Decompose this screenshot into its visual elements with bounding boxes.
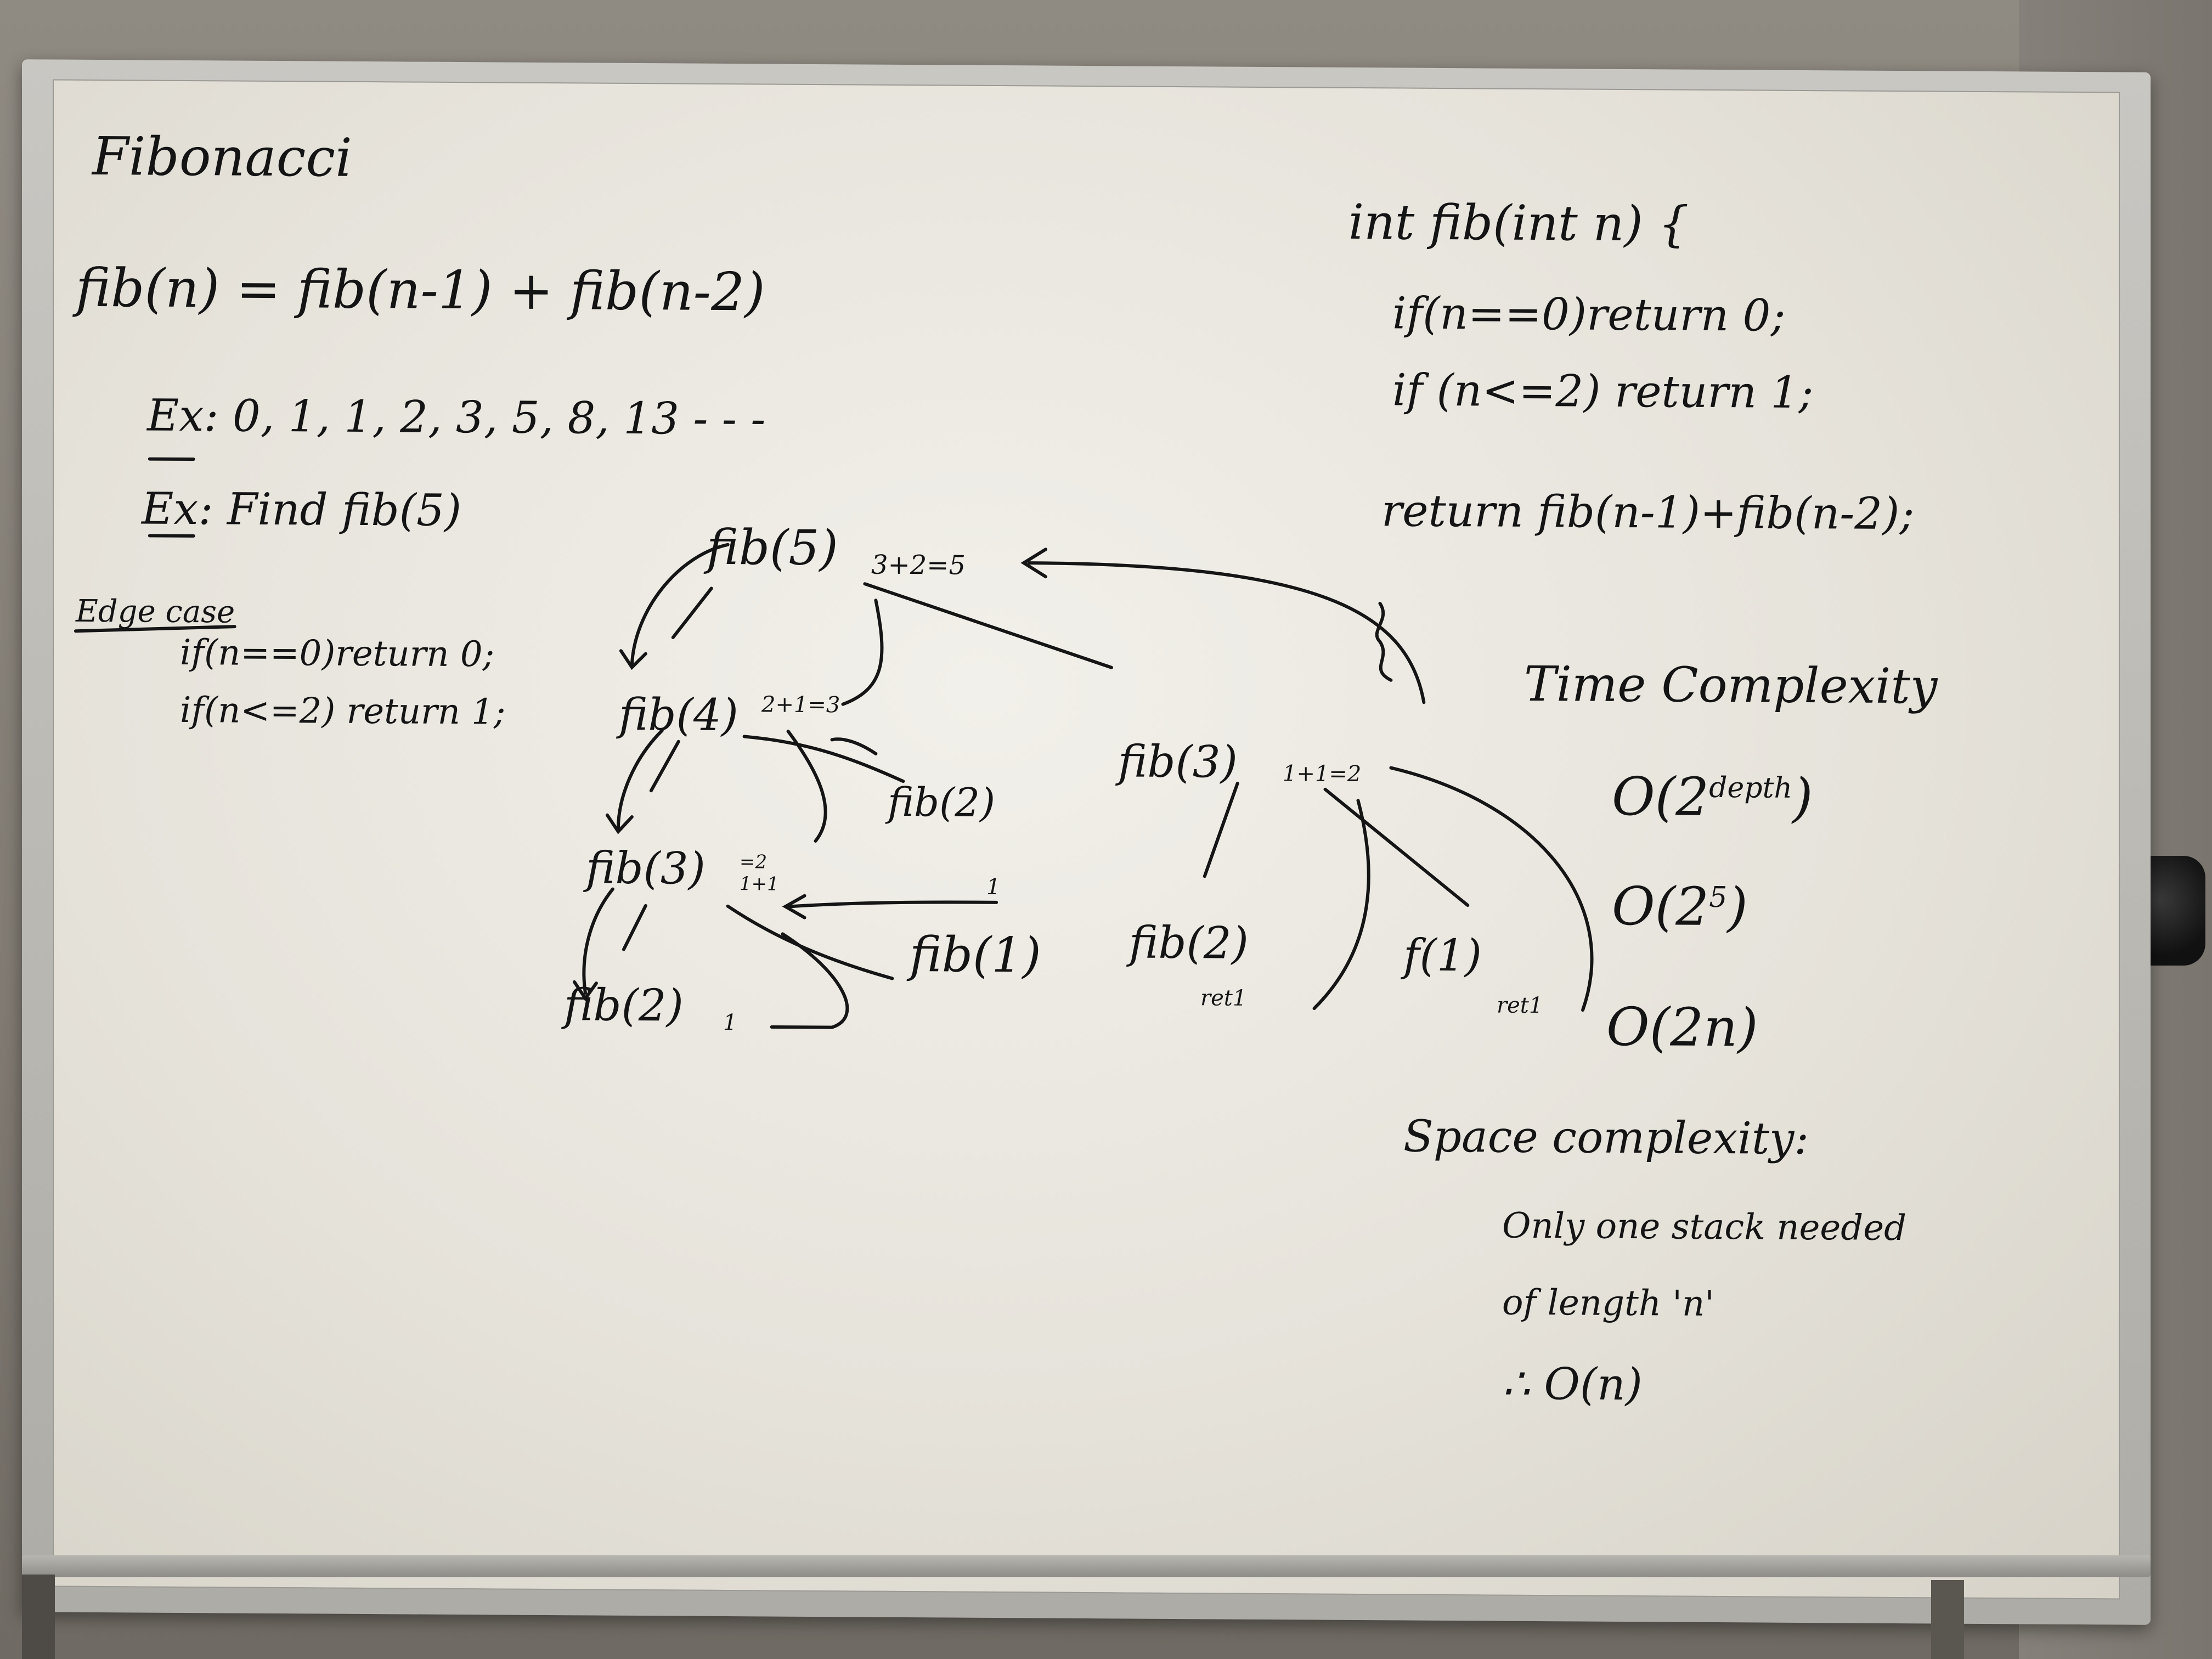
tree-fib2-left: fib(2) (564, 979, 684, 1031)
time-line2-close: ) (1727, 876, 1748, 938)
tree-root: fib(5) (707, 518, 838, 577)
edge-3-2-arrow (582, 887, 614, 995)
edge-4-3-line (649, 740, 680, 793)
tree-fib3-left-sum: =2 (740, 851, 768, 873)
time-line3: O(2n) (1606, 996, 1758, 1059)
arrowhead (605, 813, 634, 834)
tree-fib3-left-sum2: 1+1 (740, 873, 779, 895)
time-line1-base: O(2 (1612, 765, 1709, 828)
tree-fib3-left: fib(3) (586, 842, 706, 894)
code-line3: return fib(n-1)+fib(n-2); (1381, 485, 1915, 540)
space-line2: of length 'n' (1502, 1282, 1714, 1324)
board-title: Fibonacci (92, 125, 352, 189)
edge-case-label: Edge case (76, 593, 235, 630)
tree-fib4-right: fib(2) (888, 778, 996, 826)
time-line2-base: O(2 (1612, 875, 1709, 938)
tree-fib1-ret: 1 (986, 874, 1001, 900)
edge-5-4-line (671, 586, 713, 639)
space-line3: ∴ O(n) (1502, 1358, 1643, 1410)
example-sequence: Ex: 0, 1, 1, 2, 3, 5, 8, 13 - - - (147, 390, 766, 445)
edge-3-2-line (622, 904, 647, 951)
tree-root-sum: 3+2=5 (871, 549, 966, 581)
time-line2-exp: 5 (1709, 881, 1728, 915)
example-find: Ex: Find fib(5) (142, 483, 462, 537)
time-line1-close: ) (1792, 766, 1813, 829)
tree-fib3-right: fib(3) (1118, 736, 1238, 788)
arrowhead (572, 980, 598, 1002)
tree-fib3-right-sum: 1+1=2 (1283, 761, 1362, 787)
marker-tray (22, 1555, 2151, 1577)
return-1 (786, 900, 998, 909)
return-3-root (1028, 561, 1426, 704)
return-2b (1312, 799, 1370, 1011)
space-complexity-label: Space complexity: (1403, 1110, 1809, 1165)
tree-f1-right-ret: ret1 (1497, 992, 1543, 1019)
arrowhead (782, 894, 806, 919)
time-complexity-label: Time Complexity (1524, 655, 1938, 715)
time-line2: O(25) (1612, 876, 1748, 938)
edge-3b-2 (1203, 781, 1239, 878)
tree-fib1-left: fib(1) (910, 926, 1041, 984)
recurrence-formula: fib(n) = fib(n-1) + fib(n-2) (76, 257, 765, 323)
arrowhead-root (1020, 548, 1048, 579)
tree-fib4-sum: 2+1=3 (761, 692, 840, 718)
tree-fib4: fib(4) (619, 689, 738, 741)
code-line2: if (n<=2) return 1; (1392, 364, 1814, 419)
code-signature: int fib(int n) { (1348, 193, 1689, 252)
edge-3b-1 (1323, 787, 1470, 907)
stand-leg-right (1931, 1580, 1964, 1659)
edge-3-1 (726, 904, 894, 980)
return-2-4 (830, 737, 878, 755)
return-4 (841, 599, 884, 706)
edge-5-4-arrow (630, 543, 730, 667)
time-line1: O(2depth) (1612, 766, 1813, 828)
arrowhead (619, 649, 647, 670)
stand-leg-left (22, 1575, 55, 1659)
whiteboard-surface: Fibonacci fib(n) = fib(n-1) + fib(n-2) E… (53, 79, 2120, 1600)
code-line1: if(n==0)return 0; (1392, 287, 1786, 341)
tree-fib2-left-ret: 1 (723, 1009, 737, 1036)
time-line1-exp: depth (1709, 771, 1792, 805)
return-1b (1389, 766, 1594, 1012)
edge-4-2 (786, 729, 827, 843)
tree-fib2-right-ret: ret1 (1200, 985, 1247, 1011)
closing-brace (1375, 601, 1393, 682)
space-line1: Only one stack needed (1502, 1205, 1907, 1249)
whiteboard-frame: Fibonacci fib(n) = fib(n-1) + fib(n-2) E… (22, 59, 2151, 1625)
tree-f1-right: f(1) (1403, 929, 1482, 981)
edge-4-fib2 (742, 735, 905, 783)
edge-4-3-arrow (616, 729, 664, 831)
ink-strokes (74, 457, 1594, 1029)
tree-fib2-right: fib(2) (1129, 917, 1249, 969)
return-2a (770, 932, 849, 1029)
edge-case-line1: if(n==0)return 0; (180, 632, 495, 675)
edge-case-line2: if(n<=2) return 1; (180, 690, 506, 733)
edge-5-3 (863, 582, 1113, 669)
edge-underline (74, 625, 236, 633)
